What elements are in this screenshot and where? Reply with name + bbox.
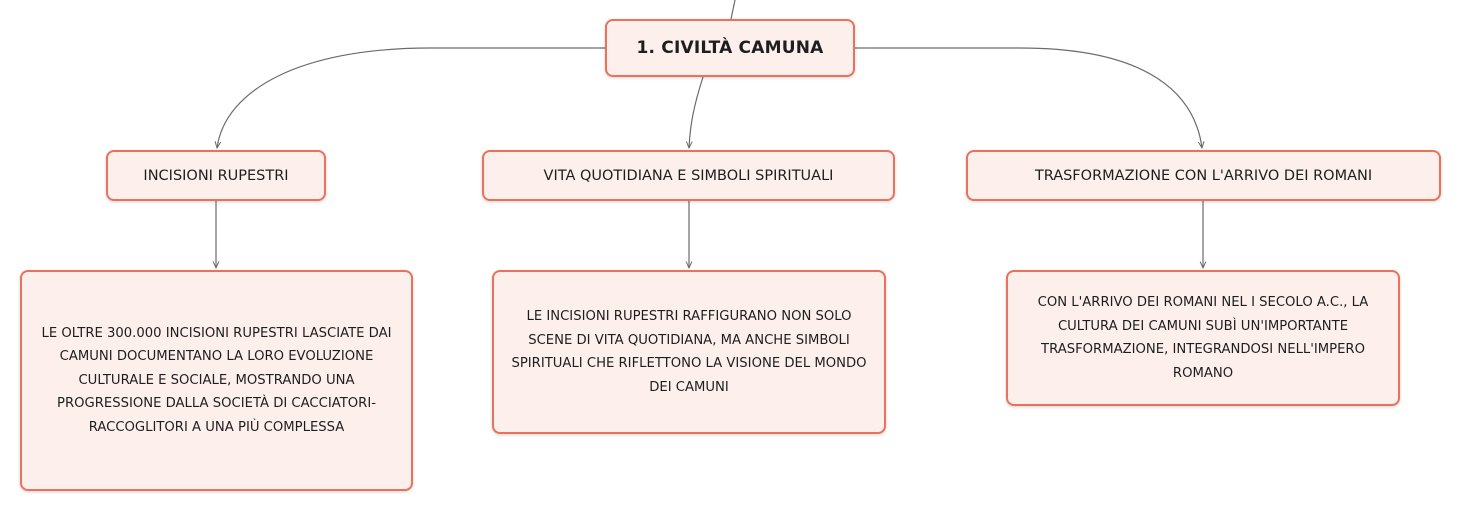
connector-root-to-topic-3	[855, 47, 1202, 148]
detail-node-incisioni-rupestri[interactable]: LE OLTRE 300.000 INCISIONI RUPESTRI LASC…	[20, 270, 413, 491]
topic-node-label: TRASFORMAZIONE CON L'ARRIVO DEI ROMANI	[1034, 167, 1373, 184]
topic-node-trasformazione-romani[interactable]: TRASFORMAZIONE CON L'ARRIVO DEI ROMANI	[966, 150, 1441, 201]
topic-node-vita-quotidiana[interactable]: VITA QUOTIDIANA E SIMBOLI SPIRITUALI	[482, 150, 895, 201]
root-node-title: 1. CIVILTÀ CAMUNA	[636, 38, 824, 58]
detail-node-trasformazione-romani[interactable]: CON L'ARRIVO DEI ROMANI NEL I SECOLO A.C…	[1006, 270, 1400, 406]
detail-node-text: LE INCISIONI RUPESTRI RAFFIGURANO NON SO…	[511, 309, 867, 395]
topic-node-incisioni-rupestri[interactable]: INCISIONI RUPESTRI	[106, 150, 326, 201]
connector-parent-to-root	[730, 0, 736, 20]
connector-root-to-topic-2	[689, 76, 704, 148]
detail-node-vita-quotidiana[interactable]: LE INCISIONI RUPESTRI RAFFIGURANO NON SO…	[492, 270, 886, 434]
root-node-civilta-camuna[interactable]: 1. CIVILTÀ CAMUNA	[605, 19, 855, 77]
detail-node-text: LE OLTRE 300.000 INCISIONI RUPESTRI LASC…	[41, 325, 392, 435]
topic-node-label: INCISIONI RUPESTRI	[143, 167, 289, 184]
detail-node-text: CON L'ARRIVO DEI ROMANI NEL I SECOLO A.C…	[1037, 295, 1369, 381]
topic-node-label: VITA QUOTIDIANA E SIMBOLI SPIRITUALI	[543, 167, 834, 184]
connector-root-to-topic-1	[217, 47, 605, 148]
